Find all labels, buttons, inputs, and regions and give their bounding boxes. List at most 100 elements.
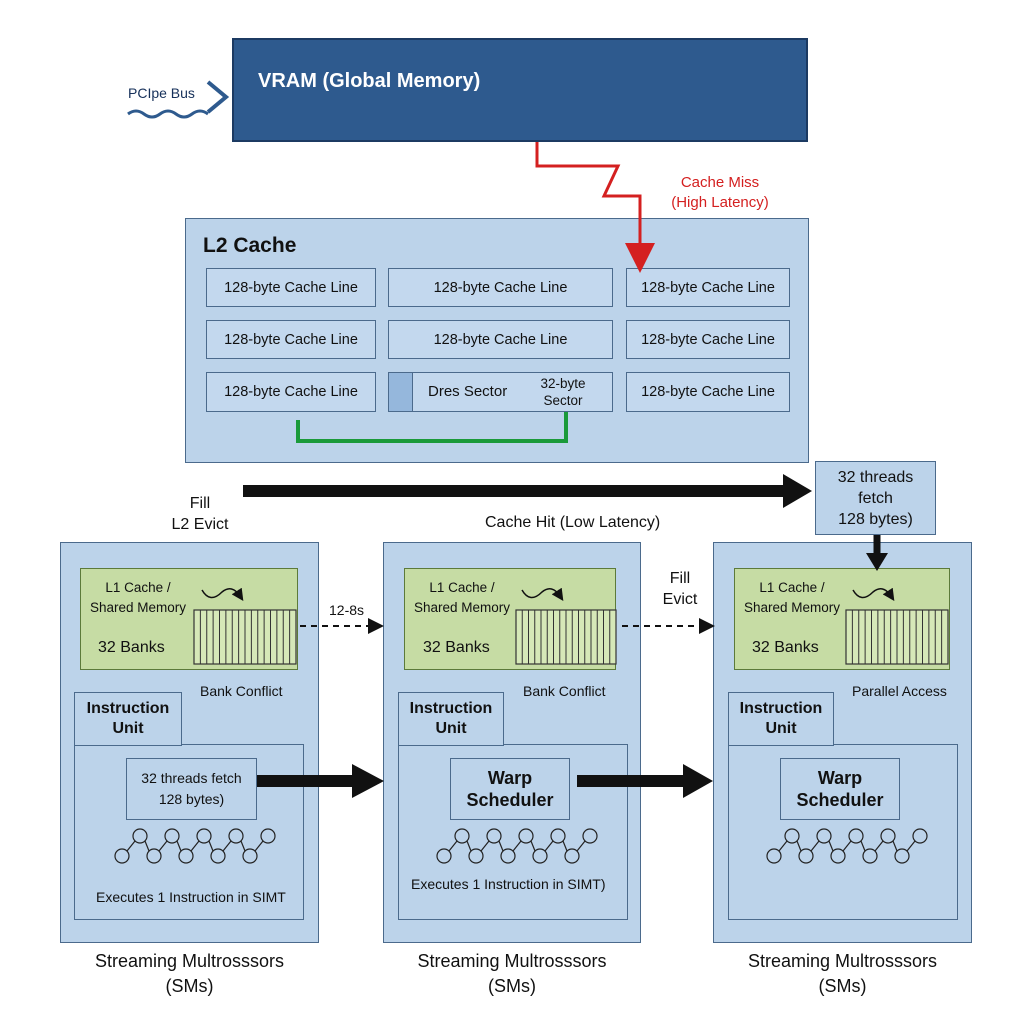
bank-grids xyxy=(193,609,949,665)
thread-link xyxy=(190,840,200,852)
warp-line2: Scheduler xyxy=(466,790,554,810)
l2-cache-title: L2 Cache xyxy=(203,234,297,257)
banks-label-left: 32 Banks xyxy=(98,639,165,656)
execute-label-middle: Executes 1 Instruction in SIMT) xyxy=(411,876,606,892)
cache-miss-arrow xyxy=(535,142,655,273)
sector-marker xyxy=(388,372,413,412)
thread-node-icon xyxy=(766,848,782,864)
thread-node-icon xyxy=(582,828,598,844)
cache-miss-label: Cache Miss (High Latency) xyxy=(640,173,800,213)
l1-label-middle: L1 Cache / Shared Memory xyxy=(408,578,516,618)
instruction-unit-left: Instruction Unit xyxy=(74,692,182,746)
cache-miss-text: Cache Miss xyxy=(680,174,760,191)
evict-text: Evict xyxy=(662,591,698,608)
thread-link xyxy=(448,840,458,852)
thread-node-icon xyxy=(550,828,566,844)
warp-line2: Scheduler xyxy=(796,790,884,810)
caption-line1: Streaming Multrosssors xyxy=(94,951,285,971)
cache-line: 128-byte Cache Line xyxy=(206,372,376,412)
cache-line: 128-byte Cache Line xyxy=(388,268,613,307)
l1-line2: Shared Memory xyxy=(743,600,841,615)
thread-link xyxy=(874,840,884,852)
pcie-bus-label: PCIpe Bus xyxy=(128,85,195,101)
thread-link xyxy=(576,840,586,852)
banks-label-middle: 32 Banks xyxy=(423,639,490,656)
thread-link xyxy=(828,840,834,852)
dres-sector-label: Dres Sector xyxy=(428,383,508,400)
thread-node-icon xyxy=(228,828,244,844)
fill-text: Fill xyxy=(189,495,211,512)
l1-label-left: L1 Cache / Shared Memory xyxy=(84,578,192,618)
sector-block xyxy=(388,372,613,412)
thread-link xyxy=(498,840,504,852)
cache-line: 128-byte Cache Line xyxy=(626,372,790,412)
warp-line1: Warp xyxy=(487,768,533,788)
instruction-unit-right: Instruction Unit xyxy=(728,692,834,746)
sector-32-label: 32-byte Sector xyxy=(530,375,596,409)
thread-link xyxy=(512,840,522,852)
thread-links xyxy=(114,828,928,864)
sm-caption-middle: Streaming Multrosssors (SMs) xyxy=(383,949,641,999)
thread-node-icon xyxy=(894,848,910,864)
threads-fetch-line1: 32 threads xyxy=(837,469,914,486)
thread-link xyxy=(480,840,490,852)
thread-link xyxy=(208,840,214,852)
caption-line2: (SMs) xyxy=(488,976,536,996)
curve-arrow-icon xyxy=(521,587,564,601)
thread-link xyxy=(562,840,568,852)
caption-line1: Streaming Multrosssors xyxy=(417,951,607,971)
thread-node-icon xyxy=(564,848,580,864)
bank-conflict-left: Bank Conflict xyxy=(200,683,283,699)
instr-line2: Unit xyxy=(765,720,797,737)
parallel-access-right: Parallel Access xyxy=(852,683,947,699)
thread-node-icon xyxy=(532,848,548,864)
fill-evict-left-label: Fill L2 Evict xyxy=(160,493,240,535)
thread-link xyxy=(810,840,820,852)
thread-node-icon xyxy=(260,828,276,844)
dashed-arrow-label: 12-8s xyxy=(329,602,365,618)
thread-node-icon xyxy=(830,848,846,864)
thread-node-icon xyxy=(798,848,814,864)
thread-link xyxy=(144,840,150,852)
vram-title: VRAM (Global Memory) xyxy=(258,70,481,92)
l2-evict-text: L2 Evict xyxy=(171,516,229,533)
thread-node-icon xyxy=(486,828,502,844)
thread-link xyxy=(860,840,866,852)
thread-node-icon xyxy=(816,828,832,844)
execution-area-middle xyxy=(398,744,628,920)
sector-32-line1: 32-byte xyxy=(540,376,586,391)
cache-line: 128-byte Cache Line xyxy=(626,268,790,307)
execute-label-left: Executes 1 Instruction in SIMT xyxy=(96,889,286,905)
threads-fetch-box: 32 threads fetch 128 bytes) xyxy=(815,461,936,535)
instr-line1: Instruction xyxy=(409,700,493,717)
fetch-line1: 32 threads fetch xyxy=(141,770,242,786)
thread-node-icon xyxy=(436,848,452,864)
thread-node-icon xyxy=(196,828,212,844)
thread-link xyxy=(530,840,536,852)
thread-node-icon xyxy=(164,828,180,844)
instr-line1: Instruction xyxy=(86,700,170,717)
thread-node-icon xyxy=(210,848,226,864)
fill-evict-mid-label: Fill Evict xyxy=(655,568,705,610)
caption-line2: (SMs) xyxy=(165,976,214,996)
pcie-wave-icon xyxy=(127,109,209,119)
high-latency-text: (High Latency) xyxy=(671,194,769,211)
banks-label-right: 32 Banks xyxy=(752,639,819,656)
instruction-unit-middle: Instruction Unit xyxy=(398,692,504,746)
instr-line2: Unit xyxy=(112,720,144,737)
l1-line2: Shared Memory xyxy=(413,600,511,615)
thread-link xyxy=(892,840,898,852)
thread-link xyxy=(906,840,916,852)
l1-line1: L1 Cache / xyxy=(105,580,171,595)
instr-line2: Unit xyxy=(435,720,467,737)
l1-label-right: L1 Cache / Shared Memory xyxy=(738,578,846,618)
caption-line2: (SMs) xyxy=(818,976,867,996)
thread-link xyxy=(796,840,802,852)
thread-node-icon xyxy=(146,848,162,864)
cache-hit-label: Cache Hit (Low Latency) xyxy=(485,514,661,531)
threads-fetch-line3: 128 bytes) xyxy=(838,511,913,528)
thread-link xyxy=(842,840,852,852)
fetch-line2: 128 bytes) xyxy=(158,791,225,807)
execution-area-left xyxy=(74,744,304,920)
cache-line: 128-byte Cache Line xyxy=(206,320,376,359)
